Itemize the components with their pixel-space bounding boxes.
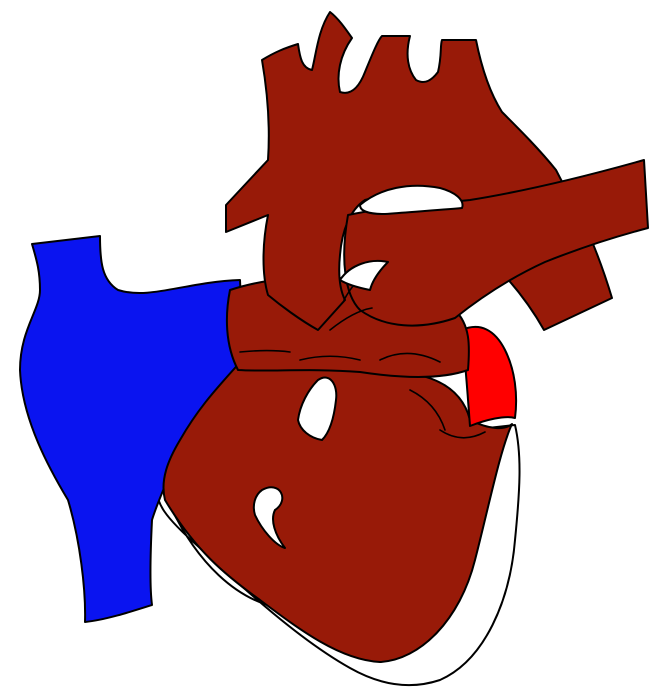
- left-atrium-red: [462, 327, 516, 426]
